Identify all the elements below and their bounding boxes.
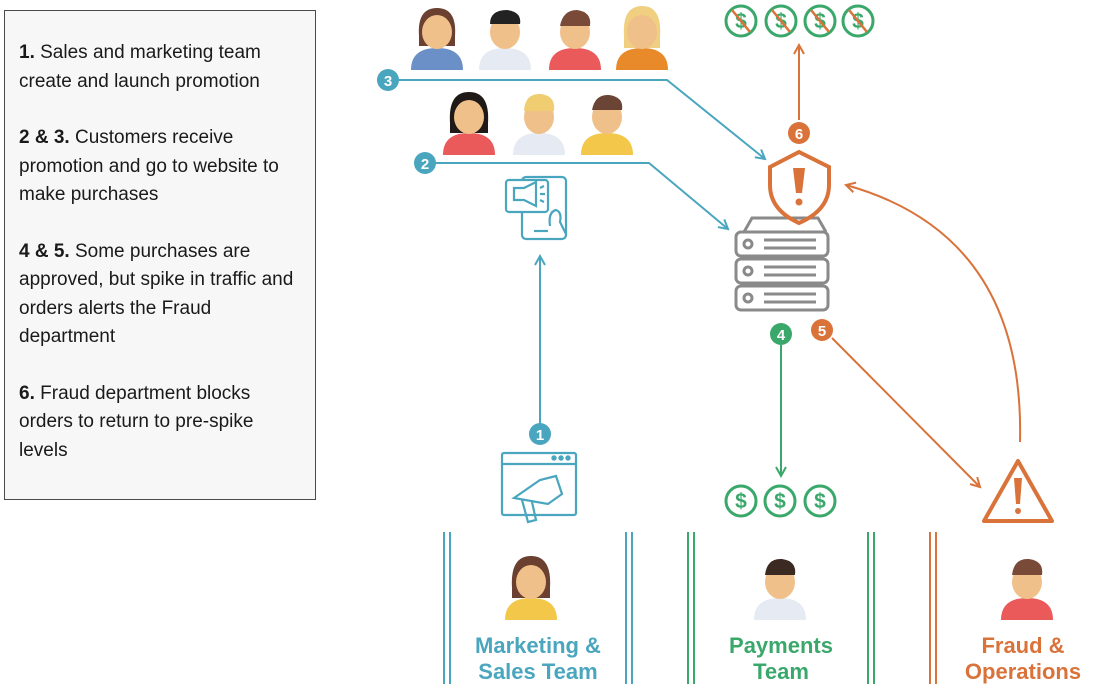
megaphone-screen-icon xyxy=(500,451,578,524)
customer-avatar-icon xyxy=(513,93,565,155)
step-number: 2 & 3. xyxy=(19,127,70,148)
blocked-dollars xyxy=(724,4,875,38)
customer-avatar-icon xyxy=(443,92,495,155)
step-number: 6. xyxy=(19,382,35,404)
shield-alert-icon xyxy=(768,149,831,226)
fraud-return-arrow xyxy=(846,185,1022,443)
blocked-dollar-icon xyxy=(803,4,837,38)
team-label-line: Payments xyxy=(729,633,833,658)
blocked-dollar-icon xyxy=(764,4,798,38)
step-badge-1: 1 xyxy=(536,427,544,444)
team-label-line: Sales Team xyxy=(478,659,598,684)
customer-avatar-icon xyxy=(581,94,633,155)
legend-step-1: 1. Sales and marketing team create and l… xyxy=(19,39,301,96)
marketing-team-label: Marketing & Sales Team xyxy=(452,633,624,685)
marketing-team-avatar xyxy=(505,556,557,620)
dollar-coin-icon xyxy=(763,484,797,518)
step-text: Customers receive promotion and go to we… xyxy=(19,127,279,205)
team-label-line: Operations xyxy=(964,659,1082,684)
flow-2: 2 xyxy=(414,152,728,229)
legend-step-6: 6. Fraud department blocks orders to ret… xyxy=(19,380,301,466)
team-label-line: Fraud & xyxy=(981,633,1065,658)
step-text: Sales and marketing team create and laun… xyxy=(19,42,261,92)
step-badge-5: 5 xyxy=(818,323,826,340)
customer-group-top xyxy=(411,6,668,70)
fraud-team-label: Fraud & Operations xyxy=(938,633,1108,685)
step-number: 4 & 5. xyxy=(19,240,70,262)
dollar-coin-icon xyxy=(803,484,837,518)
server-icon xyxy=(734,216,830,312)
customer-avatar-icon xyxy=(549,10,601,70)
fraud-team-avatar xyxy=(1001,558,1053,620)
step-text: Fraud department blocks orders to return… xyxy=(19,382,254,461)
payments-team-avatar xyxy=(754,558,806,620)
blocked-dollar-icon xyxy=(841,4,875,38)
flow-4: 4 xyxy=(770,323,792,476)
legend-step-2-3: 2 & 3. Customers receive promotion and g… xyxy=(19,124,301,210)
step-badge-2: 2 xyxy=(421,156,429,173)
flow-6: 6 xyxy=(788,45,810,144)
legend-box: 1. Sales and marketing team create and l… xyxy=(4,10,316,500)
customer-group-middle xyxy=(443,92,633,155)
payments-team-label: Payments Team xyxy=(696,633,866,685)
payment-dollars xyxy=(724,484,837,518)
customer-avatar-icon xyxy=(411,8,463,70)
flow-5: 5 xyxy=(811,319,980,487)
step-badge-3: 3 xyxy=(384,73,392,90)
step-number: 1. xyxy=(19,42,35,63)
customer-avatar-icon xyxy=(479,10,531,70)
legend-step-4-5: 4 & 5. Some purchases are approved, but … xyxy=(19,238,301,352)
warning-triangle-icon xyxy=(982,459,1054,523)
step-badge-6: 6 xyxy=(795,126,803,143)
step-text: Some purchases are approved, but spike i… xyxy=(19,240,294,348)
customer-avatar-icon xyxy=(616,6,668,70)
team-label-line: Team xyxy=(753,659,809,684)
team-label-line: Marketing & xyxy=(475,633,601,658)
blocked-dollar-icon xyxy=(724,4,758,38)
flow-1: 1 xyxy=(529,256,551,445)
dollar-coin-icon xyxy=(724,484,758,518)
flow-3: 3 xyxy=(377,69,765,159)
step-badge-4: 4 xyxy=(777,327,786,344)
phone-megaphone-icon xyxy=(504,175,568,241)
column-dividers xyxy=(443,532,937,684)
